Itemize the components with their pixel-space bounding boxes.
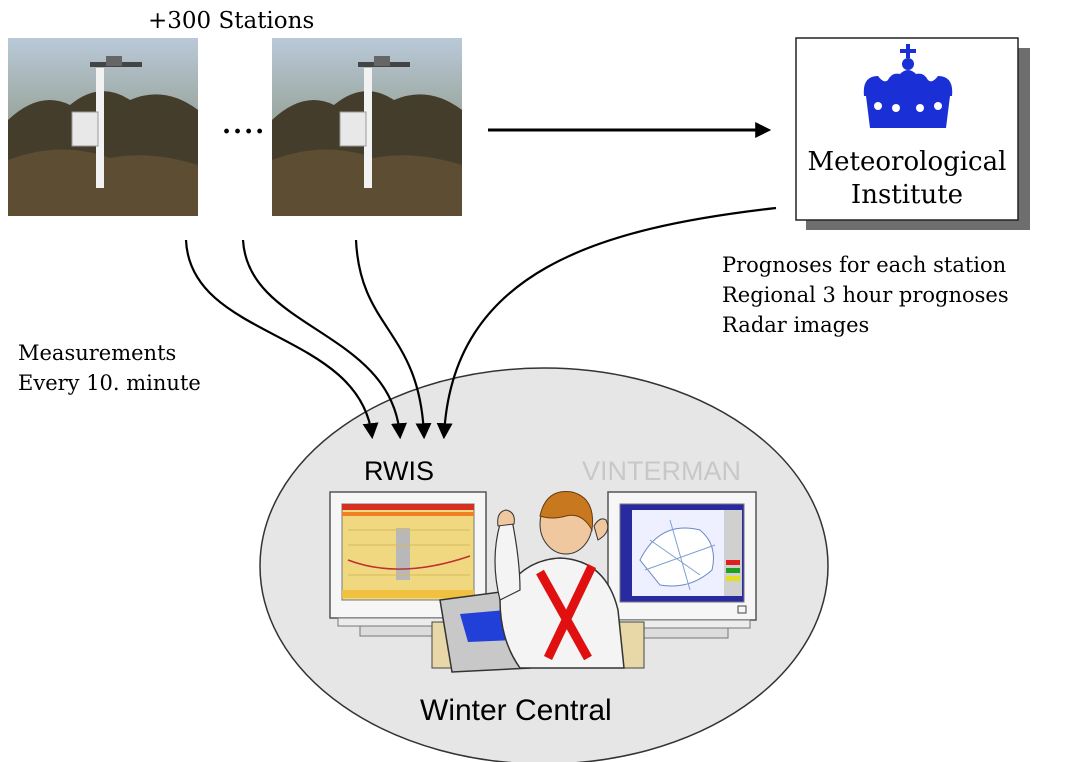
institute-label-line1: Meteorological: [807, 147, 1007, 177]
arrow-measurement-2: [241, 239, 407, 440]
arrow-measurement-1: [184, 239, 379, 440]
arrow-measurement-3: [354, 239, 432, 440]
arrow-prognoses: [436, 206, 777, 440]
measurements-line: Every 10. minute: [18, 371, 201, 395]
prognoses-item: Radar images: [722, 313, 870, 337]
monitor-left: [329, 491, 487, 637]
winter-central-label: Winter Central: [420, 694, 612, 727]
station-photo-2: [272, 38, 462, 216]
crown-icon: [863, 44, 953, 128]
monitor-right: [607, 491, 757, 639]
prognoses-item: Prognoses for each station: [722, 253, 1007, 277]
prognoses-item: Regional 3 hour prognoses: [722, 283, 1009, 307]
stations-title: +300 Stations: [148, 8, 315, 34]
station-photo-1: [8, 38, 198, 216]
operator-illustration: [439, 491, 625, 673]
institute-label-line2: Institute: [850, 180, 964, 210]
stations-ellipsis: ....: [222, 110, 267, 140]
rwis-label: RWIS: [364, 456, 435, 486]
vinterman-label: VINTERMAN: [582, 456, 742, 486]
measurements-line: Measurements: [18, 341, 177, 365]
